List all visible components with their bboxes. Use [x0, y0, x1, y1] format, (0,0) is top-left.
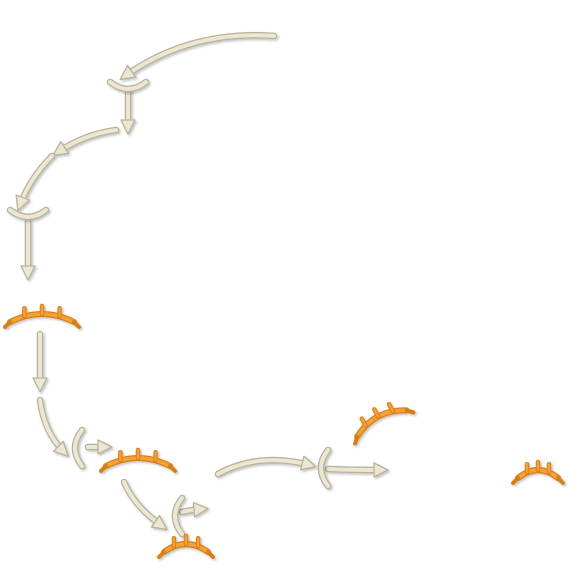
- orange-arc-glyph-icon: [511, 459, 565, 485]
- arrowhead-icon: [20, 265, 36, 281]
- orange-arc-glyph-icon: [99, 447, 177, 473]
- arrowhead-icon: [192, 502, 209, 518]
- arrow-shaft: [216, 458, 312, 476]
- orange-arc-glyph-icon: [353, 401, 416, 446]
- orange-arc-glyph-icon: [3, 303, 81, 329]
- inhibitor-cup-icon: [106, 78, 150, 93]
- arrowhead-icon: [373, 462, 389, 478]
- arrowhead-icon: [15, 194, 30, 212]
- arrowhead-icon: [299, 455, 317, 471]
- arrow-shaft: [56, 128, 118, 154]
- orange-arc-glyph-icon: [157, 533, 215, 559]
- inhibitor-cup-icon: [171, 494, 186, 538]
- arrowhead-icon: [150, 515, 168, 531]
- inhibitor-cup-icon: [317, 446, 332, 490]
- arrowhead-icon: [119, 65, 137, 81]
- arrowhead-icon: [52, 141, 70, 156]
- inhibitor-cup-icon: [6, 206, 50, 221]
- arrowhead-icon: [32, 377, 48, 393]
- arrowhead-icon: [52, 440, 69, 457]
- arrow-shaft: [123, 33, 276, 78]
- inhibitor-cup-icon: [71, 426, 86, 470]
- arrowhead-icon: [120, 119, 136, 135]
- arrowhead-icon: [97, 439, 113, 455]
